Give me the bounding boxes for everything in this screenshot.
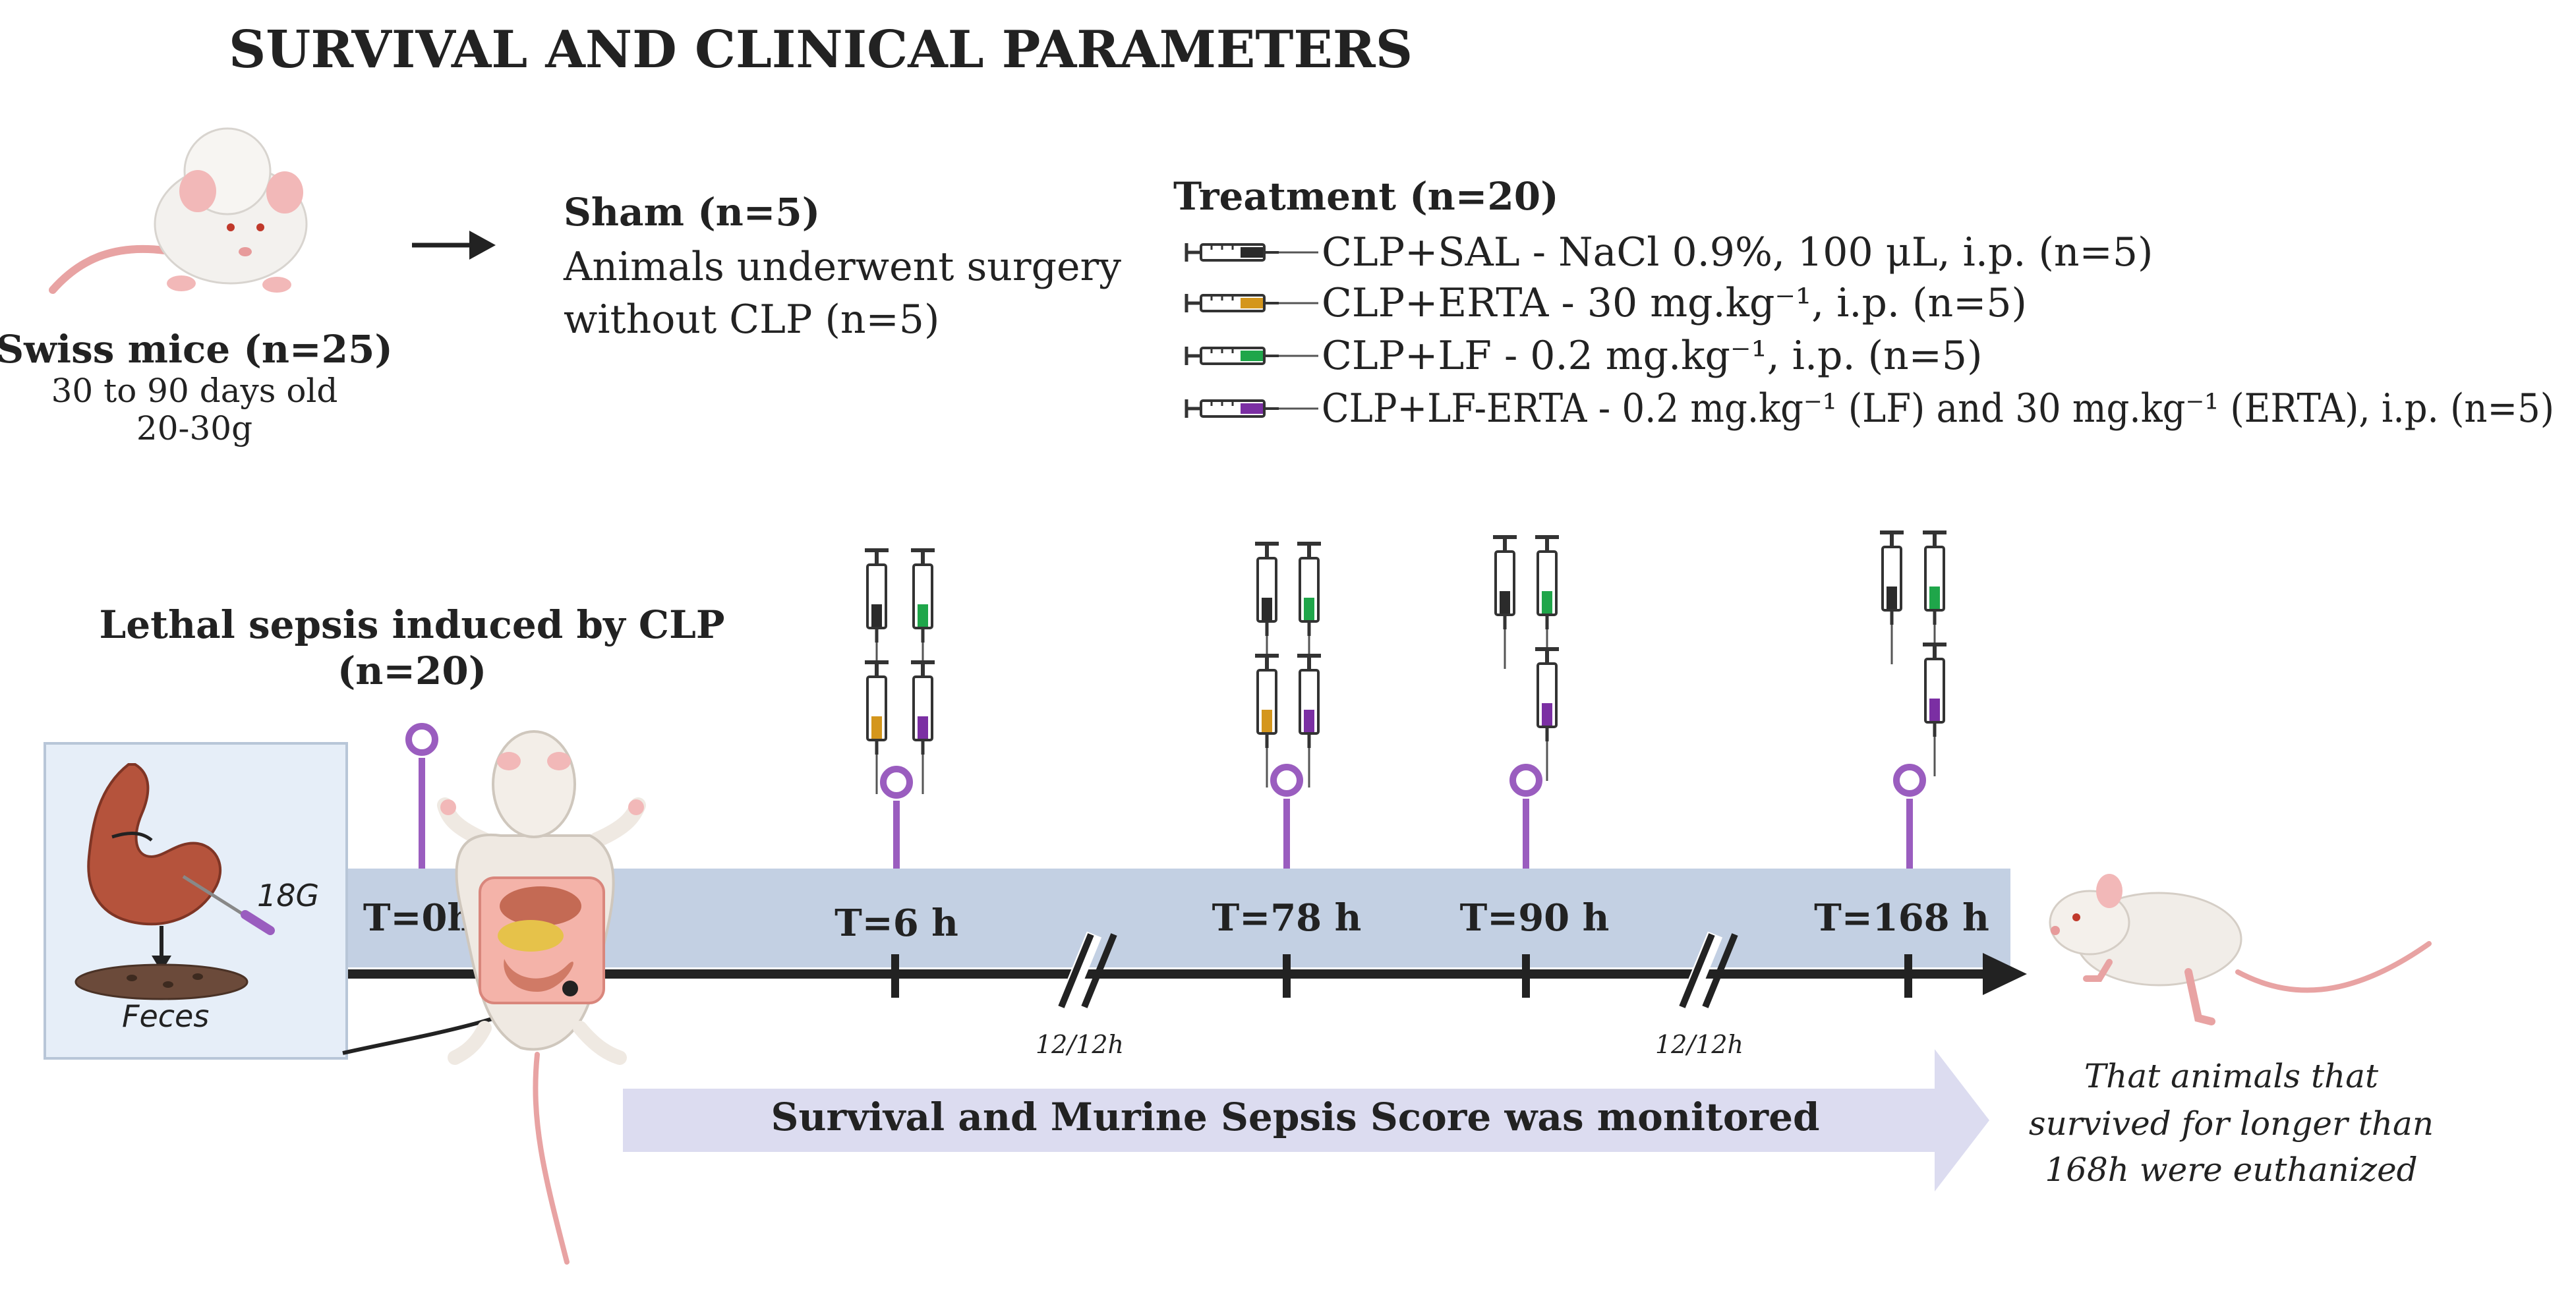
sham-heading: Sham (n=5) [564, 190, 820, 235]
treatment-item-label: CLP+SAL - NaCl 0.9%, 100 μL, i.p. (n=5) [1322, 229, 2153, 275]
feces-label: Feces [122, 998, 209, 1034]
mice-age: 30 to 90 days old [51, 372, 338, 410]
time-label-90h: T=90 h [1460, 896, 1610, 940]
syringe-icon [1186, 243, 1318, 262]
syringe-icon [865, 550, 889, 682]
break-label-2: 12/12h [1655, 1030, 1743, 1059]
syringe-icon [1923, 644, 1947, 776]
timeline-ticks [891, 954, 1912, 998]
syringe-icon [1535, 649, 1559, 781]
marker-pin-6h [880, 766, 913, 869]
syringe-icon [1255, 656, 1279, 788]
syringes-168h [1880, 532, 1947, 776]
sham-desc-line2: without CLP (n=5) [564, 297, 939, 343]
treatment-item-erta: CLP+ERTA - 30 mg.kg⁻¹, i.p. (n=5) [1186, 280, 2027, 326]
break-label-1: 12/12h [1036, 1030, 1124, 1059]
surgery-inset: 18G Feces [44, 742, 348, 1060]
timeline-band [346, 869, 2010, 967]
marker-pin-0h [405, 723, 438, 869]
feces-icon [74, 963, 249, 1000]
syringe-icon [1186, 294, 1318, 312]
syringe-icon [1880, 532, 1904, 664]
needle-icon [182, 874, 275, 935]
cecum-icon [87, 763, 221, 926]
swiss-mouse-icon [49, 127, 308, 294]
treatment-heading: Treatment (n=20) [1173, 174, 1559, 219]
euthanized-line3: 168h were euthanized [2045, 1151, 2417, 1189]
syringe-icon [1297, 544, 1321, 675]
timepoint-markers [405, 723, 1926, 869]
axis-break-1 [1057, 931, 1117, 1010]
sham-desc-line1: Animals underwent surgery [563, 244, 1121, 290]
treatment-item-label: CLP+ERTA - 30 mg.kg⁻¹, i.p. (n=5) [1322, 280, 2027, 326]
syringe-icon [1493, 537, 1517, 669]
syringe-icon [1297, 656, 1321, 788]
running-mouse-icon [2049, 874, 2432, 1025]
sepsis-label-line2: (n=20) [337, 648, 486, 693]
euthanized-line1: That animals that [2084, 1057, 2379, 1095]
axis-break-2 [1678, 931, 1738, 1010]
needle-gauge-label: 18G [257, 878, 319, 913]
mice-weight: 20-30g [136, 409, 252, 447]
syringes-78h [1255, 544, 1321, 788]
treatment-item-label: CLP+LF - 0.2 mg.kg⁻¹, i.p. (n=5) [1322, 333, 1983, 379]
syringe-icon [1923, 532, 1947, 664]
treatment-item-label: CLP+LF-ERTA - 0.2 mg.kg⁻¹ (LF) and 30 mg… [1322, 386, 2554, 432]
treatment-item-sal: CLP+SAL - NaCl 0.9%, 100 μL, i.p. (n=5) [1186, 229, 2153, 275]
monitor-arrow [623, 1049, 1989, 1191]
syringe-icon [1186, 347, 1318, 365]
time-label-168h: T=168 h [1814, 896, 1989, 940]
syringe-icon [865, 662, 889, 794]
time-label-78h: T=78 h [1212, 896, 1362, 940]
marker-pin-78h [1270, 764, 1303, 869]
arrow-right-icon [412, 231, 496, 260]
treatment-item-lf: CLP+LF - 0.2 mg.kg⁻¹, i.p. (n=5) [1186, 333, 1983, 379]
syringe-icon [1255, 544, 1279, 675]
syringe-icon [1186, 399, 1318, 418]
figure-title: SURVIVAL AND CLINICAL PARAMETERS [229, 20, 1413, 80]
marker-pin-90h [1509, 764, 1542, 869]
syringe-icon [911, 550, 935, 682]
syringe-icon [911, 662, 935, 794]
sepsis-label-line1: Lethal sepsis induced by CLP [100, 602, 725, 647]
euthanized-line2: survived for longer than [2029, 1104, 2434, 1143]
treatment-item-lf-erta: CLP+LF-ERTA - 0.2 mg.kg⁻¹ (LF) and 30 mg… [1186, 386, 2554, 432]
marker-pin-168h [1893, 764, 1926, 869]
time-label-6h: T=6 h [834, 902, 958, 945]
operated-mouse-icon [437, 730, 646, 1265]
syringes-6h [865, 550, 935, 794]
treatment-list: CLP+SAL - NaCl 0.9%, 100 μL, i.p. (n=5) … [1186, 229, 2554, 432]
syringe-icon [1535, 537, 1559, 669]
mice-label: Swiss mice (n=25) [0, 327, 393, 372]
time-label-0h: T=0h [363, 896, 474, 940]
timeline-axis [346, 953, 2027, 995]
monitor-label: Survival and Murine Sepsis Score was mon… [771, 1095, 1819, 1139]
syringes-90h [1493, 537, 1559, 781]
